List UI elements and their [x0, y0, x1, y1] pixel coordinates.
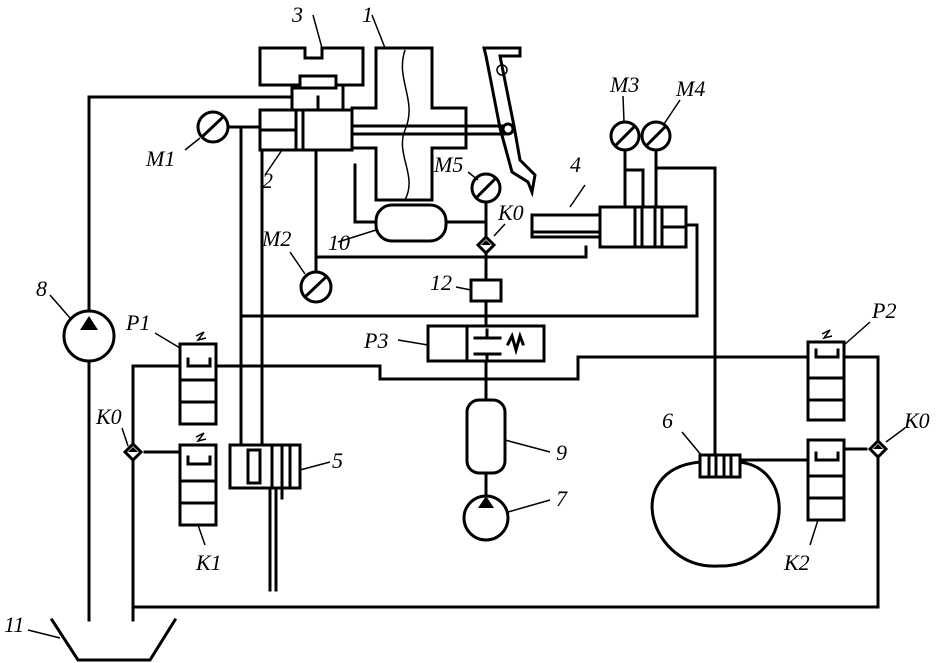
label-2: 2 — [262, 168, 273, 193]
label-k2: K2 — [783, 550, 810, 575]
gauge-m1 — [184, 110, 230, 151]
label-k0-top: K0 — [497, 200, 524, 225]
pipe-mid-to-cyl4 — [239, 223, 699, 318]
label-8: 8 — [36, 276, 47, 301]
pipe-m4-to-6 — [654, 148, 717, 461]
component-10-accumulator — [337, 203, 448, 243]
component-8-pump — [49, 294, 116, 363]
component-6 — [650, 431, 781, 568]
pipe-m2-line — [314, 245, 588, 259]
valve-k2 — [806, 438, 846, 546]
component-9-filter — [465, 398, 551, 475]
label-11: 11 — [4, 612, 24, 637]
pipe-pump8-top — [87, 95, 294, 312]
component-5 — [228, 443, 331, 592]
check-valve-k0-right — [867, 427, 906, 460]
component-12 — [455, 278, 503, 303]
label-9: 9 — [556, 440, 567, 465]
label-5: 5 — [332, 448, 343, 473]
label-10: 10 — [328, 230, 350, 255]
pedal — [482, 46, 537, 198]
component-4-cylinder — [530, 184, 688, 249]
gauge-m3 — [609, 95, 641, 152]
pipe-k0-right-to-p2 — [838, 355, 880, 442]
label-m3: M3 — [609, 72, 639, 97]
label-p1: P1 — [125, 310, 150, 335]
pipelines — [87, 74, 880, 622]
label-12: 12 — [430, 270, 452, 295]
gauge-m4 — [640, 99, 681, 152]
label-m4: M4 — [675, 76, 705, 101]
label-p2: P2 — [871, 298, 896, 323]
pipe-bottom-return — [131, 456, 880, 609]
label-4: 4 — [570, 152, 581, 177]
label-m5: M5 — [433, 152, 463, 177]
label-3: 3 — [291, 2, 303, 27]
component-3-reservoir — [258, 14, 365, 87]
label-m1: M1 — [145, 146, 175, 171]
label-k1: K1 — [195, 550, 222, 575]
pipe-k0-left-to-p1 — [131, 364, 182, 447]
component-2-cylinder — [258, 108, 354, 176]
gauge-m5 — [467, 171, 502, 204]
valve-p3 — [397, 324, 546, 363]
label-k0-right: K0 — [903, 408, 930, 433]
component-7-pump — [462, 494, 551, 542]
label-k0-left: K0 — [95, 404, 122, 429]
pipe-p1-p2 — [214, 355, 810, 381]
labels: 1 2 3 4 5 6 7 8 9 10 11 12 M1 M2 M3 M4 M… — [4, 2, 930, 637]
component-1-body — [350, 14, 468, 224]
label-7: 7 — [556, 486, 568, 511]
label-p3: P3 — [363, 328, 388, 353]
label-m2: M2 — [261, 226, 291, 251]
component-11-tank — [27, 617, 178, 662]
gauge-m2 — [289, 251, 333, 304]
valve-p2 — [806, 321, 871, 422]
check-valve-k0-top — [475, 223, 506, 256]
label-1: 1 — [362, 2, 373, 27]
valve-k1 — [178, 432, 218, 546]
pipe-m3 — [623, 148, 645, 212]
label-6: 6 — [662, 408, 673, 433]
check-valve-k0-left — [121, 427, 144, 463]
valve-p1 — [154, 331, 218, 426]
